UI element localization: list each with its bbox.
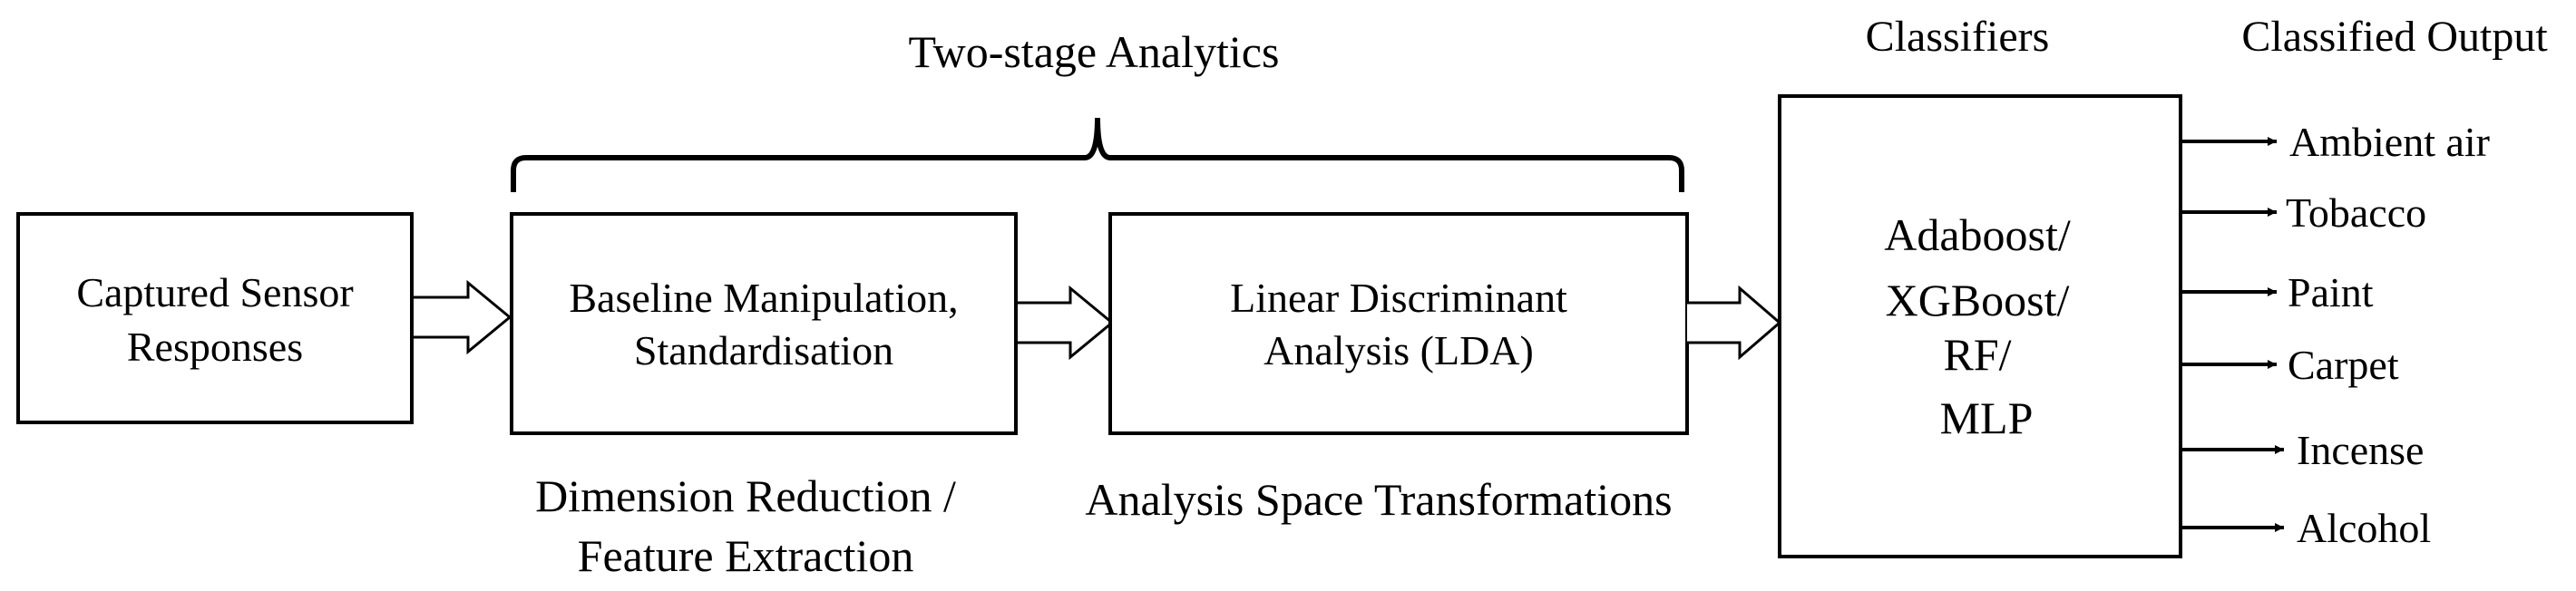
dimension-reduction-caption-line1: Dimension Reduction / <box>535 470 956 521</box>
classifiers-label: Classifiers <box>1866 13 2050 61</box>
flow-arrow-3 <box>1687 285 1782 361</box>
sensor-responses-label-line2: Responses <box>127 324 303 370</box>
classifier-label-line1: Adaboost/ <box>1884 209 2071 260</box>
dimension-reduction-caption-line2: Feature Extraction <box>578 530 914 581</box>
output-label-paint: Paint <box>2288 269 2374 315</box>
lda-label-line1: Linear Discriminant <box>1230 275 1567 321</box>
output-label-alcohol: Alcohol <box>2297 505 2431 551</box>
flow-arrow-2 <box>1018 285 1115 361</box>
classifier-label-line3: RF/ <box>1943 329 2011 380</box>
classifier-box <box>1778 94 2182 558</box>
classifier-label-line4: MLP <box>1940 392 2034 443</box>
output-label-carpet: Carpet <box>2288 342 2399 388</box>
two-stage-brace <box>511 117 1684 192</box>
output-label-tobacco: Tobacco <box>2286 189 2426 236</box>
output-label-incense: Incense <box>2297 427 2424 473</box>
analysis-space-caption: Analysis Space Transformations <box>1085 474 1672 525</box>
baseline-manipulation-label-line1: Baseline Manipulation, <box>569 275 958 321</box>
baseline-manipulation-label-line2: Standardisation <box>634 327 893 373</box>
classified-output-label: Classified Output <box>2241 13 2548 61</box>
classifier-label-line2: XGBoost/ <box>1886 275 2070 325</box>
output-label-ambient-air: Ambient air <box>2289 119 2490 165</box>
two-stage-analytics-label: Two-stage Analytics <box>909 26 1280 77</box>
sensor-responses-box <box>16 212 414 424</box>
sensor-responses-label-line1: Captured Sensor <box>76 269 353 315</box>
baseline-manipulation-box <box>510 212 1018 435</box>
lda-label-line2: Analysis (LDA) <box>1264 327 1534 373</box>
flow-arrow-1 <box>414 279 512 355</box>
lda-box <box>1108 212 1689 435</box>
